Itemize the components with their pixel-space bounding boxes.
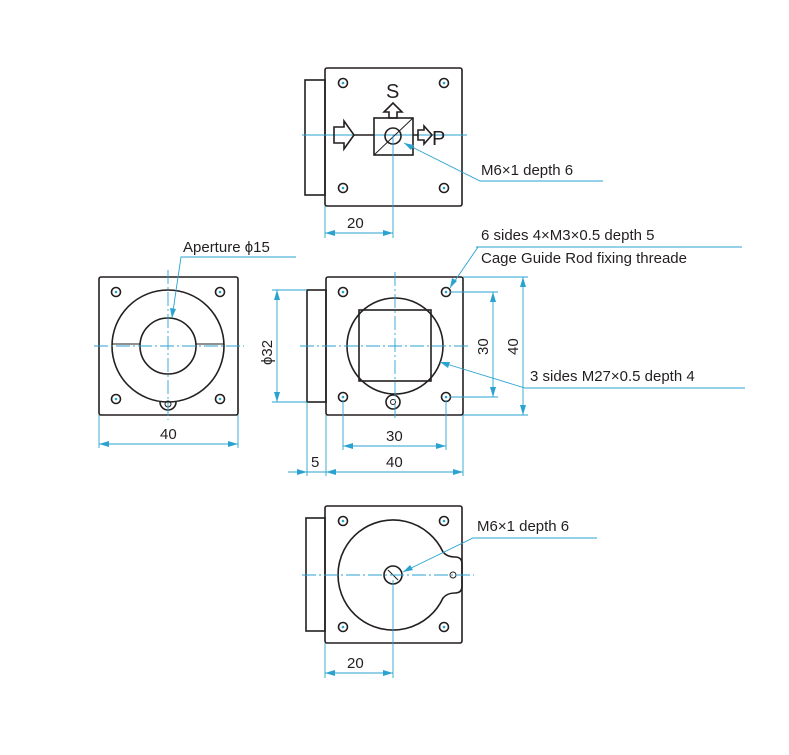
screw-icon (438, 77, 450, 89)
screw-icon (438, 621, 450, 633)
flange (304, 79, 326, 196)
base-plate (337, 519, 463, 631)
dim-40: 40 (160, 426, 177, 443)
top-view: S P 20 M6×1 depth 6 (302, 67, 603, 238)
leader-line (171, 256, 296, 319)
leader-arrow (440, 362, 450, 368)
screw-icon (337, 286, 349, 298)
leader-arrow (450, 278, 457, 288)
body-outline (324, 67, 463, 207)
dim-30-vertical: 30 (475, 338, 492, 355)
flange (305, 517, 326, 632)
screw-icon (214, 286, 226, 298)
sensor-window (358, 309, 432, 382)
label-p: P (432, 128, 445, 150)
front-right-view: ϕ32 30 40 30 40 5 6 sides 4×M3×0.5 depth… (259, 227, 745, 476)
cage-note-line1: 6 sides 4×M3×0.5 depth 5 (481, 227, 654, 244)
screw-icon (337, 515, 349, 527)
dim-20: 20 (347, 215, 364, 232)
dim-40-vertical: 40 (505, 338, 522, 355)
screw-icon (214, 393, 226, 405)
dim-phi32: ϕ32 (259, 340, 276, 365)
leader-arrow (404, 143, 414, 150)
screw-icon (438, 515, 450, 527)
bottom-hole-inner (390, 399, 396, 405)
dim-20: 20 (347, 655, 364, 672)
screw-icon (440, 286, 452, 298)
dim-5: 5 (311, 454, 319, 471)
leader-arrow (170, 308, 176, 318)
bottom-hole (385, 394, 401, 410)
dim-30-horizontal: 30 (386, 428, 403, 445)
screw-icon (337, 621, 349, 633)
leader-arrow (403, 565, 413, 572)
aperture-note: Aperture ϕ15 (183, 239, 270, 256)
screw-icon (110, 286, 122, 298)
screw-icon (337, 182, 349, 194)
screw-icon (438, 182, 450, 194)
leader-line (439, 361, 745, 389)
input-arrow-icon (333, 118, 355, 152)
dim-40-horizontal: 40 (386, 454, 403, 471)
p-arrow-icon (413, 123, 434, 147)
front-left-view: 40 Aperture ϕ15 (94, 239, 296, 448)
m27-thread-note: 3 sides M27×0.5 depth 4 (530, 368, 695, 385)
dim-arrows (297, 469, 463, 475)
label-s: S (386, 81, 399, 103)
cage-note-line2: Cage Guide Rod fixing threade (481, 250, 687, 267)
cube-diagonal (373, 117, 414, 156)
leader-line (402, 537, 597, 573)
leader-line (403, 142, 603, 182)
s-arrow-icon (382, 101, 404, 119)
thread-note: M6×1 depth 6 (481, 162, 573, 179)
bottom-view: 20 M6×1 depth 6 (302, 505, 597, 678)
thread-note: M6×1 depth 6 (477, 518, 569, 535)
screw-icon (337, 77, 349, 89)
screw-icon (110, 393, 122, 405)
